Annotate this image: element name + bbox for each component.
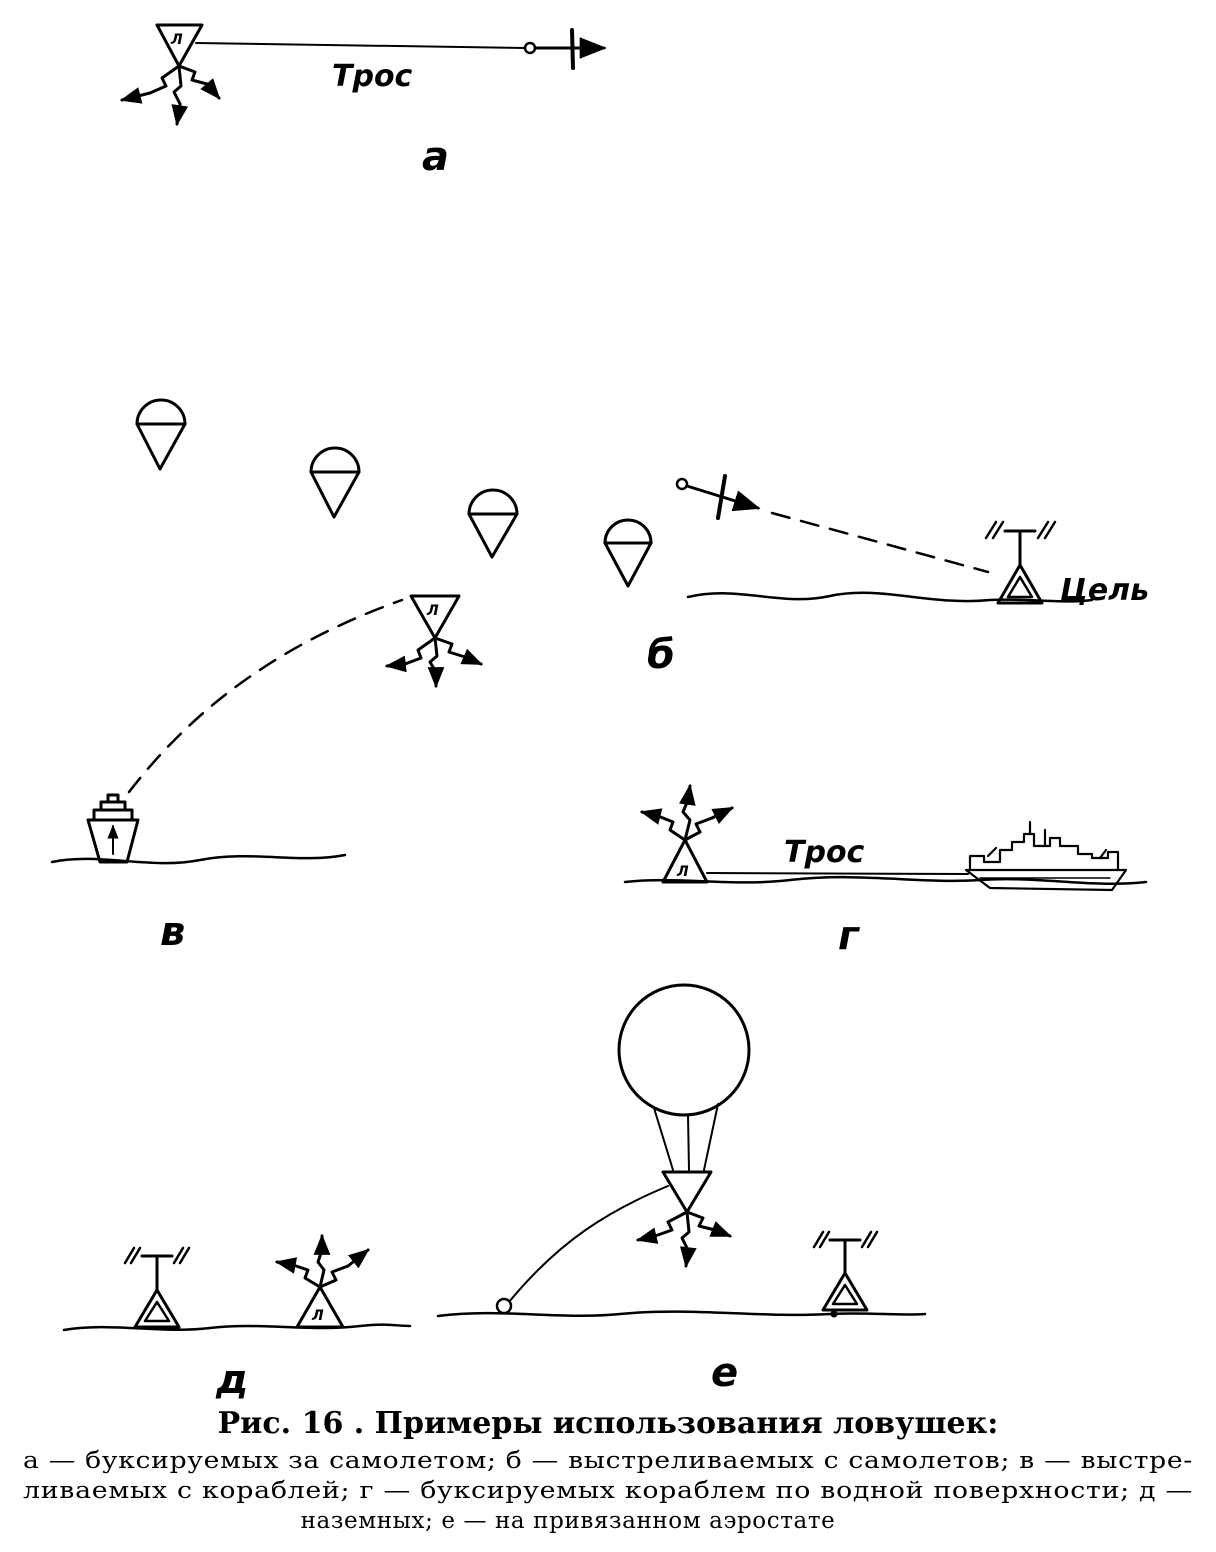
trap-letter: Л — [676, 864, 689, 880]
cable-label: Трос — [784, 835, 865, 870]
caption-line: ливаемых с кораблей; г — буксируемых кор… — [23, 1478, 1193, 1504]
parachute-decoy-icon — [467, 488, 519, 559]
radar-icon — [123, 1246, 191, 1329]
caption-title: Рис. 16 . Примеры использования ловушек: — [218, 1406, 999, 1441]
tow-cable — [706, 872, 969, 875]
balloon-icon — [617, 983, 751, 1117]
panel-d-ground-based — [62, 1233, 412, 1332]
trap-icon — [119, 23, 221, 127]
panel-g-towed-by-ship — [623, 783, 1148, 892]
anchor-point — [495, 1297, 513, 1315]
panel-a-towed-by-aircraft — [119, 23, 607, 127]
panel-b-fired-from-aircraft — [135, 398, 1094, 605]
panel-e-tethered-balloon — [436, 983, 927, 1318]
panel-label-b: б — [647, 632, 675, 678]
ship-icon — [86, 793, 140, 864]
parachute-decoy-icon — [135, 398, 187, 471]
aircraft-icon — [570, 28, 575, 70]
parachute-decoy-icon — [603, 518, 653, 588]
panel-label-a: а — [422, 134, 449, 180]
target-label: Цель — [1060, 573, 1149, 608]
trap-icon — [639, 783, 734, 884]
target-radar-icon — [984, 520, 1057, 605]
trap-letter: Л — [311, 1308, 324, 1324]
parachute-decoy-icon — [309, 446, 361, 519]
panel-label-e: е — [711, 1350, 738, 1396]
tow-cable — [195, 42, 527, 49]
trap-letter: Л — [170, 32, 183, 48]
panel-label-g: г — [838, 913, 860, 959]
panel-label-v: в — [160, 909, 185, 955]
panel-v-fired-from-ships — [50, 594, 483, 865]
caption-line: а — буксируемых за самолетом; б — выстре… — [23, 1448, 1193, 1474]
warship-icon — [964, 820, 1128, 892]
panel-label-d: д — [215, 1357, 248, 1403]
caption-line: наземных; е — на привязанном аэростате — [301, 1508, 836, 1534]
trap-letter: Л — [426, 603, 439, 619]
cable-label: Трос — [332, 59, 413, 94]
aircraft-icon — [716, 474, 727, 520]
trap-icon — [384, 594, 483, 689]
trap-icon — [635, 1170, 732, 1269]
tether-line — [508, 1185, 669, 1303]
radar-icon — [812, 1230, 879, 1318]
